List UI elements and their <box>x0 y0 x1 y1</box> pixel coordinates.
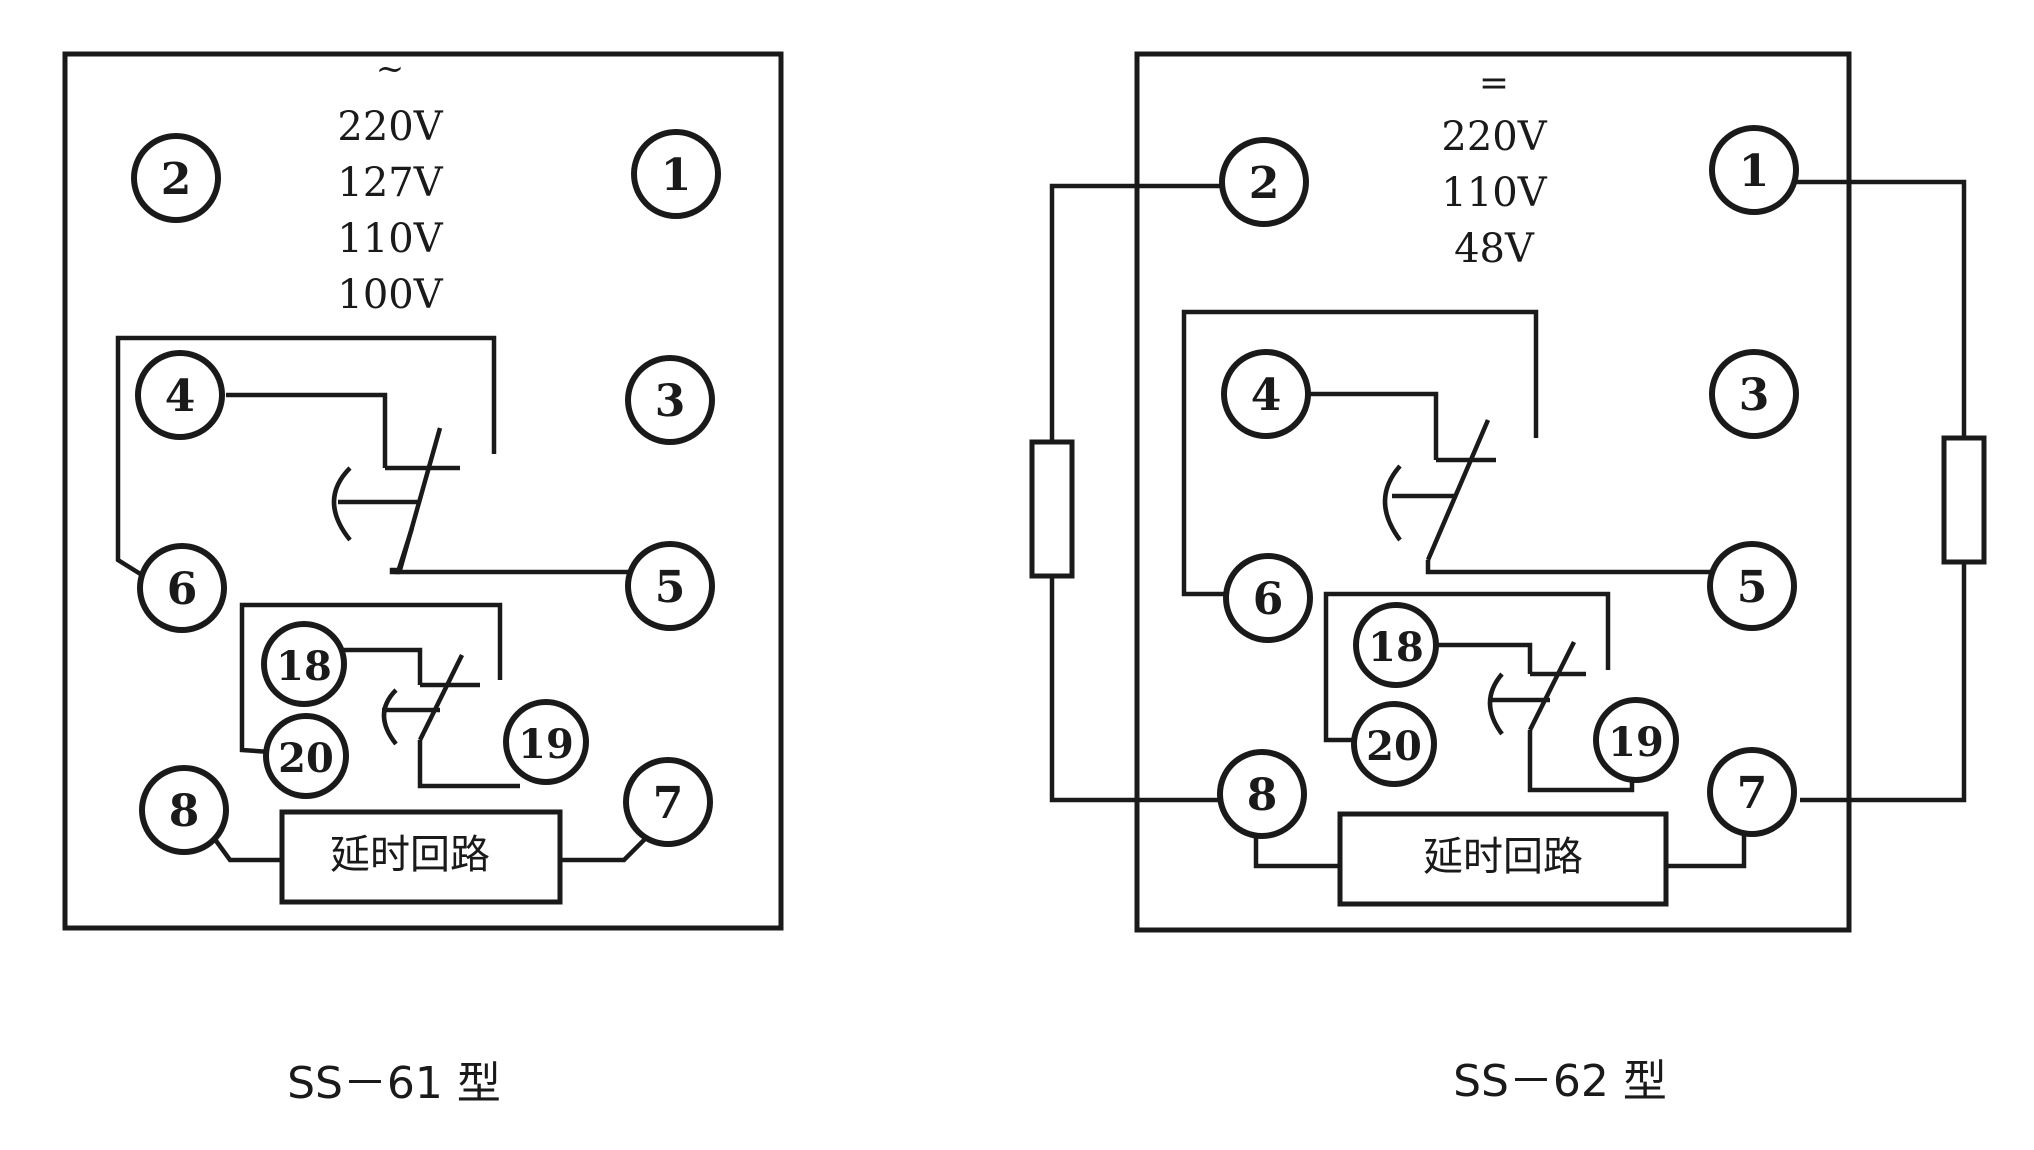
ss62-wire-4-contact <box>1302 391 1439 460</box>
ss61-delay-actuator-arc <box>381 688 398 746</box>
svg-text:3: 3 <box>1739 370 1770 421</box>
svg-text:1: 1 <box>661 150 692 201</box>
ss62-model-label: SS－62 型 <box>1453 1056 1667 1107</box>
ss61-delay-contact-blade <box>417 654 465 741</box>
ss62-delay-circuit-box <box>1337 811 1669 907</box>
ss61-voltage-2: 127V <box>337 160 443 206</box>
ss62-wire-5 <box>1425 560 1712 575</box>
ss62-contact-blade <box>1425 419 1491 561</box>
svg-text:18: 18 <box>1368 624 1424 671</box>
ss62-delay-actuator-arc <box>1487 672 1504 736</box>
ss62-wire-right-resistor <box>1796 179 1967 438</box>
ss61-wire-18-contact <box>342 647 423 685</box>
svg-text:1: 1 <box>1739 146 1770 197</box>
ss61-voltage-3: 110V <box>337 216 443 262</box>
ss61-model-label: SS－61 型 <box>287 1058 501 1109</box>
ss61-terminal-3: 3 <box>625 355 715 445</box>
ss62-wire-7-delay <box>1666 830 1747 869</box>
ss62-terminal-1: 1 <box>1709 125 1799 215</box>
svg-text:7: 7 <box>653 778 684 829</box>
ss61-terminal-6: 6 <box>137 543 227 633</box>
svg-text:8: 8 <box>169 786 200 837</box>
ss61-wire-7-delay <box>560 834 650 863</box>
svg-text:5: 5 <box>655 562 686 613</box>
ss62-wire-left-resistor <box>1049 183 1224 442</box>
ss62-wire-6-loop <box>1181 309 1539 597</box>
ss61-terminal-1: 1 <box>631 129 721 219</box>
svg-text:4: 4 <box>165 371 196 422</box>
ss61-terminal-8: 8 <box>139 765 229 855</box>
ss61-housing <box>62 51 784 931</box>
diagram-ss62: = 220V 110V 48V 延时回路 2 1 <box>1029 51 1987 1107</box>
ss61-terminal-20: 20 <box>263 713 349 799</box>
ss61-wire-19 <box>417 740 520 789</box>
ss62-voltage-3: 48V <box>1454 226 1535 272</box>
ss62-wire-19 <box>1527 730 1635 793</box>
ss62-wire-20-loop <box>1323 591 1611 743</box>
ss62-resistor-right <box>1941 435 1987 565</box>
ss62-voltage-2: 110V <box>1441 170 1547 216</box>
ss61-delay-circuit-label: 延时回路 <box>330 832 490 878</box>
svg-text:2: 2 <box>1249 158 1280 209</box>
ss61-supply-symbol: ~ <box>376 49 405 89</box>
ss61-terminal-5: 5 <box>625 541 715 631</box>
svg-text:8: 8 <box>1247 770 1278 821</box>
ss62-wire-left-resistor-bottom <box>1049 576 1222 803</box>
ss62-supply-symbol: = <box>1479 63 1509 104</box>
ss62-voltage-1: 220V <box>1441 114 1547 160</box>
ss61-actuator-arc <box>331 466 352 542</box>
ss62-terminal-18: 18 <box>1353 602 1439 688</box>
ss62-terminal-7: 7 <box>1707 747 1797 837</box>
svg-text:19: 19 <box>518 721 574 768</box>
ss62-terminal-6: 6 <box>1223 553 1313 643</box>
ss62-wire-18-contact <box>1434 642 1533 674</box>
ss61-delay-circuit-box <box>279 809 563 905</box>
svg-text:5: 5 <box>1737 562 1768 613</box>
ss62-terminal-8: 8 <box>1217 749 1307 839</box>
ss62-actuator-arc <box>1382 464 1402 542</box>
ss62-housing <box>1134 51 1852 933</box>
svg-text:3: 3 <box>655 376 686 427</box>
ss62-delay-circuit-label: 延时回路 <box>1423 834 1583 880</box>
ss62-resistor-left <box>1029 439 1075 579</box>
ss62-terminal-4: 4 <box>1221 349 1311 439</box>
ss62-delay-contact-blade <box>1527 640 1577 732</box>
ss61-wire-20-loop <box>239 602 503 755</box>
ss62-wire-right-resistor-bottom <box>1800 562 1967 803</box>
ss61-wire-8-delay <box>212 836 282 863</box>
ss62-terminal-3: 3 <box>1709 349 1799 439</box>
svg-text:20: 20 <box>278 735 334 782</box>
svg-text:18: 18 <box>276 643 332 690</box>
ss61-wire-5 <box>394 527 630 575</box>
svg-text:7: 7 <box>1737 768 1768 819</box>
ss61-terminal-4: 4 <box>135 350 225 440</box>
ss61-wire-4-contact <box>226 392 388 468</box>
ss62-wire-8-delay <box>1253 834 1340 869</box>
svg-text:6: 6 <box>1253 574 1284 625</box>
ss62-terminal-5: 5 <box>1707 541 1797 631</box>
ss61-terminal-19: 19 <box>503 699 589 785</box>
svg-text:19: 19 <box>1608 719 1664 766</box>
ss61-wire-6-loop <box>115 335 497 582</box>
ss61-terminal-2: 2 <box>131 133 221 223</box>
svg-text:20: 20 <box>1366 723 1422 770</box>
ss61-voltage-1: 220V <box>337 104 443 150</box>
svg-text:6: 6 <box>167 564 198 615</box>
ss61-terminal-18: 18 <box>261 621 347 707</box>
svg-text:2: 2 <box>161 154 192 205</box>
diagram-ss61: ~ 220V 127V 110V 100V 延时回路 2 <box>62 49 784 1109</box>
ss62-terminal-2: 2 <box>1219 137 1309 227</box>
ss61-voltage-4: 100V <box>337 272 443 318</box>
svg-text:4: 4 <box>1251 370 1282 421</box>
ss61-terminal-7: 7 <box>623 757 713 847</box>
ss62-terminal-20: 20 <box>1351 701 1437 787</box>
ss62-terminal-19: 19 <box>1593 697 1679 783</box>
